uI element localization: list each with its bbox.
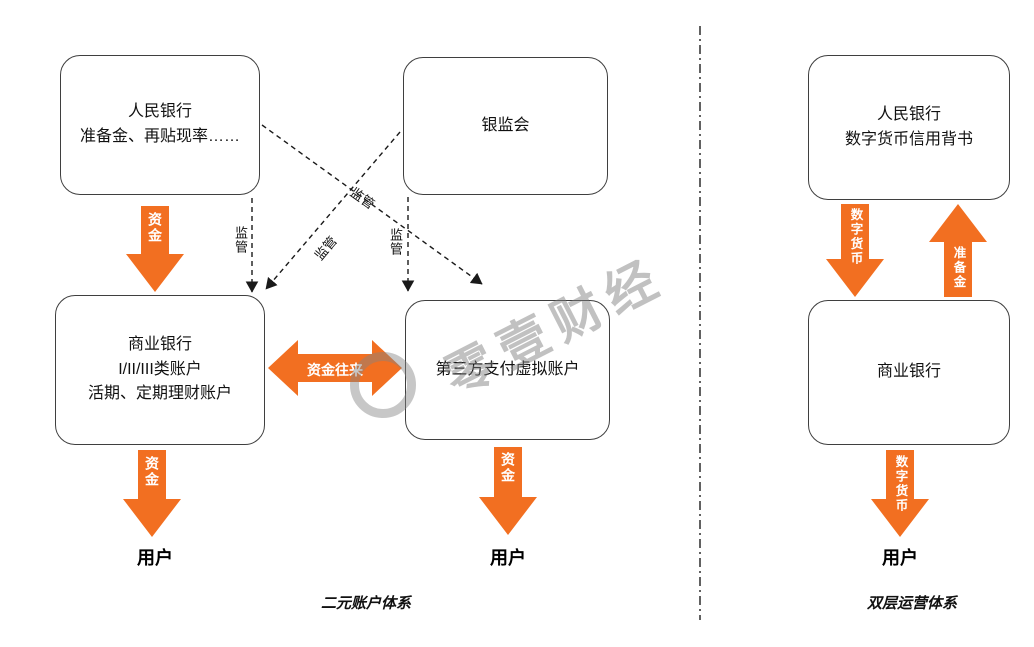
pboc-box-title: 人民银行 [127,103,192,121]
funds-arrow-pboc-to-bank [126,206,184,292]
reserve-up-arrow [929,204,987,297]
pboc-digital-box: 人民银行 数字货币信用背书 [808,55,1010,200]
commercial-bank-right-title: 商业银行 [876,363,941,381]
commercial-bank-title: 商业银行 [127,335,192,353]
funds-arrow-thirdparty-to-user [479,447,537,535]
digital-currency-label-2: 数字货币 [893,455,908,513]
supervision-label-4: 监管 [388,228,403,256]
digital-currency-down-arrow [826,204,884,297]
left-panel-caption: 二元账户体系 [320,595,411,612]
pboc-digital-title: 人民银行 [876,105,941,123]
supervision-label-3: 监管 [233,226,248,254]
third-party-title: 第三方支付虚拟账户 [435,360,580,378]
digital-currency-to-user-arrow [871,450,929,537]
pboc-digital-subtitle: 数字货币信用背书 [844,130,973,148]
funds-label-3: 资金 [500,452,516,484]
funds-label-2: 资金 [144,456,160,488]
commercial-bank-box: 商业银行 I/II/III类账户 活期、定期理财账户 [55,295,265,445]
user-label-right: 用户 [882,548,918,568]
right-panel-caption: 双层运营体系 [866,595,957,612]
funds-arrow-bank-to-user [123,450,181,537]
digital-currency-label-1: 数字货币 [848,208,863,266]
third-party-box: 第三方支付虚拟账户 [405,300,610,440]
pboc-box-subtitle: 准备金、再贴现率…… [79,128,240,145]
cbrc-box-title: 银监会 [481,116,530,134]
supervision-line-cbrc-to-bank [265,131,401,290]
user-label-bank: 用户 [137,548,173,568]
funds-flow-double-arrow [268,340,402,396]
reserve-label: 准备金 [951,246,966,290]
funds-label-1: 资金 [147,212,163,244]
commercial-bank-box-right: 商业银行 [808,300,1010,445]
cbrc-box: 银监会 [403,57,608,195]
pboc-box: 人民银行 准备金、再贴现率…… [60,55,260,195]
user-label-thirdparty: 用户 [490,548,526,568]
commercial-bank-line2: I/II/III类账户 [118,360,202,378]
funds-flow-label: 资金往来 [307,362,363,378]
supervision-line-pboc-to-thirdparty [261,124,483,285]
commercial-bank-line3: 活期、定期理财账户 [87,385,232,403]
